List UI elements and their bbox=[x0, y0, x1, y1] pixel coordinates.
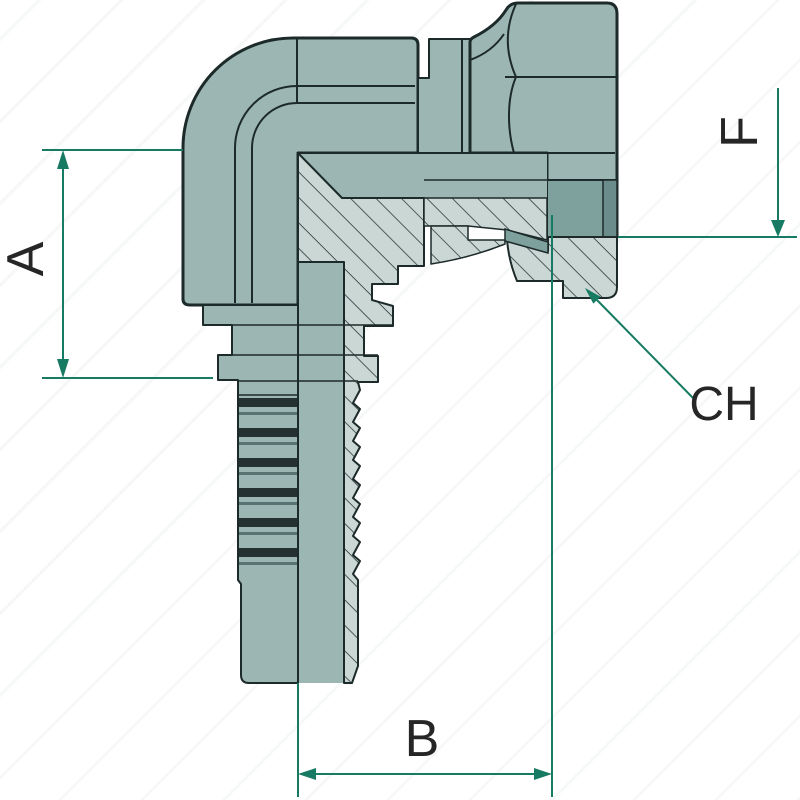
label-dimension-ch: CH bbox=[689, 378, 759, 431]
label-dimension-b: B bbox=[404, 710, 440, 768]
elbow-body bbox=[181, 36, 420, 307]
nipple-band bbox=[298, 153, 547, 198]
detail-lines bbox=[203, 38, 615, 683]
nut-bore-wall-dark bbox=[602, 179, 618, 238]
barb-rings bbox=[238, 394, 298, 565]
nut-section bbox=[504, 227, 618, 299]
label-dimension-a: A bbox=[0, 241, 55, 277]
dimension-b bbox=[297, 215, 553, 797]
ch-leader bbox=[585, 288, 694, 399]
neck-rings bbox=[417, 38, 471, 154]
hose-shank bbox=[202, 304, 299, 684]
dimension-f bbox=[618, 88, 797, 238]
seat-cone bbox=[504, 227, 549, 254]
dimension-a bbox=[42, 149, 213, 379]
label-dimension-f: F bbox=[711, 116, 769, 148]
shank-bore bbox=[298, 258, 344, 683]
swivel-nut bbox=[468, 1, 619, 239]
